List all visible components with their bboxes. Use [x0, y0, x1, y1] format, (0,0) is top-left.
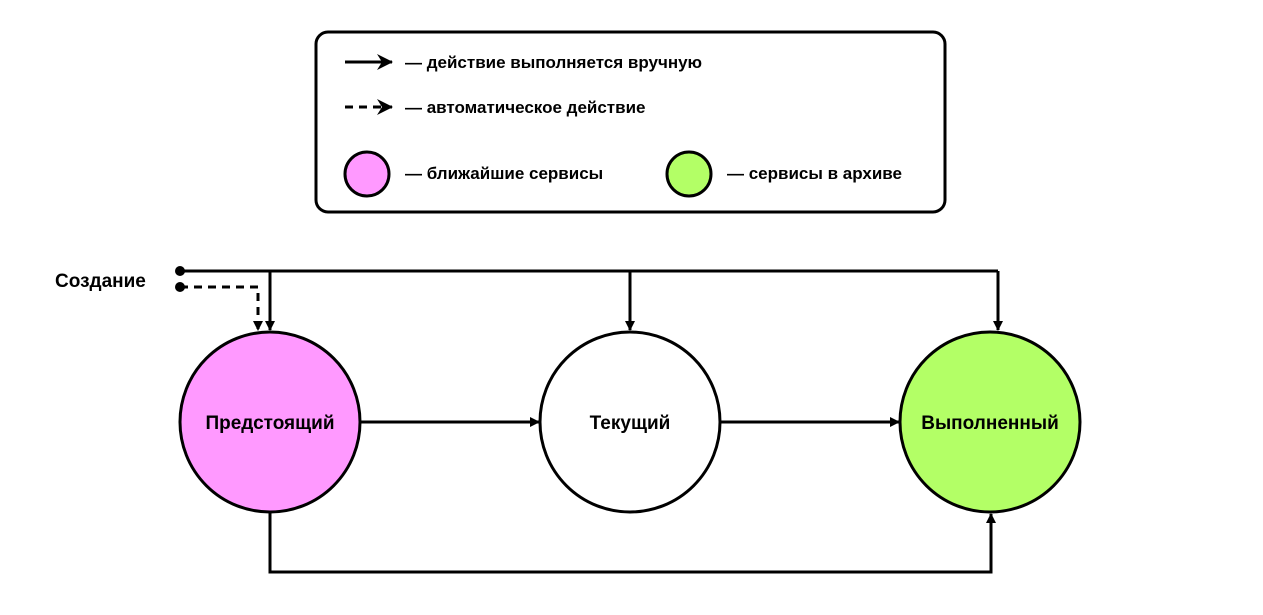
node-upcoming-circle — [178, 330, 362, 514]
transition-edges — [268, 417, 996, 574]
legend-upcoming-swatch — [343, 150, 391, 198]
start-edges — [180, 269, 1003, 331]
node-upcoming-label: Предстоящий — [205, 413, 334, 434]
node-done-label: Выполненный — [921, 413, 1059, 434]
legend-archived-label: — сервисы в архиве — [727, 164, 902, 183]
legend-auto-label: — автоматическое действие — [405, 98, 645, 117]
legend-box — [314, 30, 947, 214]
legend-upcoming-label: — ближайшие сервисы — [405, 164, 603, 183]
start: Создание — [55, 266, 185, 292]
node-done: Выполненный — [898, 330, 1082, 514]
legend-archived-swatch — [665, 150, 713, 198]
node-current: Текущий — [538, 330, 722, 514]
node-upcoming: Предстоящий — [178, 330, 362, 514]
legend-manual-label: — действие выполняется вручную — [405, 53, 702, 72]
node-done-circle — [898, 330, 1082, 514]
node-current-label: Текущий — [590, 413, 671, 434]
legend: — действие выполняется вручную — автомат… — [314, 30, 947, 214]
edge-upcoming-to-done — [268, 512, 996, 574]
edge-start-to-upcoming-auto — [180, 285, 263, 331]
node-current-circle — [538, 330, 722, 514]
start-label: Создание — [55, 271, 146, 292]
